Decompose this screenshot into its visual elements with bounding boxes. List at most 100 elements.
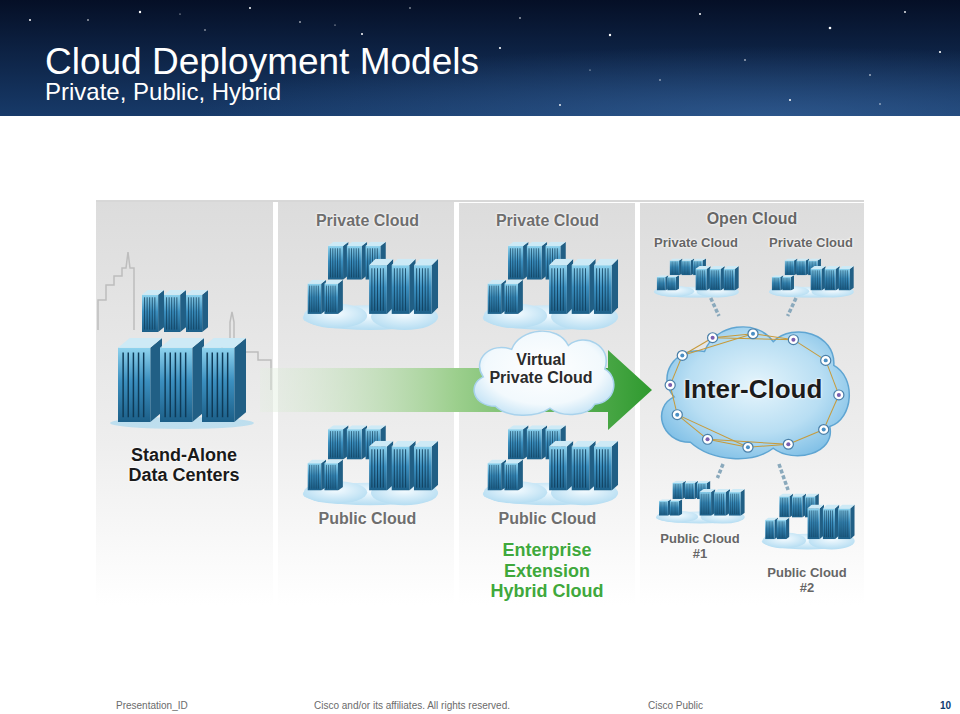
device-icon [824, 358, 828, 362]
device-icon [746, 445, 750, 449]
network-link [677, 415, 748, 448]
stand-alone-servers [186, 290, 208, 332]
network-devices [665, 329, 844, 452]
stars [789, 99, 791, 101]
device-icon [788, 335, 798, 345]
stars [29, 7, 941, 106]
network-link [826, 360, 839, 395]
stand-alone-servers [164, 290, 186, 332]
device-icon [783, 439, 793, 449]
server-cluster [762, 494, 855, 550]
node-label: Private Cloud [654, 236, 738, 251]
stars [409, 7, 410, 8]
device-icon [834, 390, 844, 400]
chain-link [711, 298, 719, 316]
device-icon [837, 393, 841, 397]
footer-text: Presentation_ID [116, 700, 188, 712]
device-icon [751, 332, 755, 336]
stars [559, 104, 561, 106]
stand-alone-servers [160, 338, 204, 422]
node-label: Public Cloud [499, 510, 597, 528]
copyright-text: Cisco and/or its affiliates. All rights … [314, 700, 510, 712]
node-label: Private Cloud [316, 212, 419, 230]
device-icon [822, 427, 826, 431]
stars [659, 79, 660, 80]
stars [699, 13, 701, 15]
chain-link [717, 464, 723, 478]
inter-cloud: Inter-Cloud [652, 316, 854, 464]
node-label: Private Cloud [496, 212, 599, 230]
green-arrow [260, 350, 652, 430]
device-icon [834, 390, 844, 400]
device-icon [786, 442, 790, 446]
device-icon [665, 380, 675, 390]
stand-alone-servers [142, 290, 164, 332]
device-icon [821, 355, 831, 365]
stars [87, 19, 89, 21]
virtual-private-cloud: Virtual Private Cloud [465, 320, 617, 418]
slide-subtitle: Private, Public, Hybrid [45, 78, 281, 106]
stars [519, 17, 521, 19]
node-label: Private Cloud [769, 236, 853, 251]
device-icon [743, 442, 753, 452]
page-number: 10 [940, 700, 951, 712]
server-cluster [483, 242, 618, 330]
network-link [682, 334, 753, 356]
device-icon [680, 353, 684, 357]
server-cluster [769, 259, 854, 298]
node-label: Stand-Alone Data Centers [119, 445, 249, 486]
node-label: Public Cloud #1 [655, 532, 745, 562]
device-icon [677, 351, 687, 361]
network-link [793, 340, 825, 361]
server-cluster [303, 242, 438, 330]
node-label: Enterprise Extension Hybrid Cloud [482, 540, 612, 602]
device-icon [706, 437, 710, 441]
stars [499, 47, 501, 49]
stars [589, 69, 590, 70]
slide-title: Cloud Deployment Models [45, 41, 479, 84]
stars [609, 34, 611, 36]
stand-alone-servers [110, 290, 254, 429]
node-label: Virtual Private Cloud [488, 351, 594, 388]
stars [299, 21, 301, 23]
device-icon [672, 410, 682, 420]
header-glow [0, 0, 960, 116]
device-icon [708, 333, 718, 343]
network-link [748, 444, 788, 447]
device-icon [668, 383, 672, 387]
node-label: Public Cloud [319, 510, 417, 528]
node-label: Inter-Cloud [684, 375, 823, 405]
device-icon [677, 351, 687, 361]
server-cluster [656, 481, 745, 524]
device-icon [748, 329, 758, 339]
node-label: Open Cloud [707, 210, 798, 228]
stars [879, 103, 880, 104]
stand-alone-servers [118, 338, 162, 422]
device-icon [703, 434, 713, 444]
device-icon [819, 425, 829, 435]
device-icon [743, 442, 753, 452]
network-links [670, 334, 839, 447]
device-icon [672, 410, 682, 420]
device-icon [819, 425, 829, 435]
stars [249, 7, 251, 9]
device-icon [708, 333, 718, 343]
device-icon [788, 335, 798, 345]
device-icon [703, 434, 713, 444]
stars [204, 29, 205, 30]
stand-alone-servers [202, 338, 246, 422]
stars [334, 24, 335, 25]
device-icon [675, 413, 679, 417]
stars [829, 27, 832, 30]
stars [179, 13, 180, 14]
device-icon [821, 355, 831, 365]
classification-text: Cisco Public [648, 700, 703, 712]
server-cluster [303, 425, 438, 505]
panel [96, 202, 273, 605]
diagram-top-rule [96, 201, 864, 202]
chain-link [788, 298, 796, 316]
stars [869, 74, 871, 76]
header-band [0, 0, 960, 116]
stars [361, 33, 363, 35]
